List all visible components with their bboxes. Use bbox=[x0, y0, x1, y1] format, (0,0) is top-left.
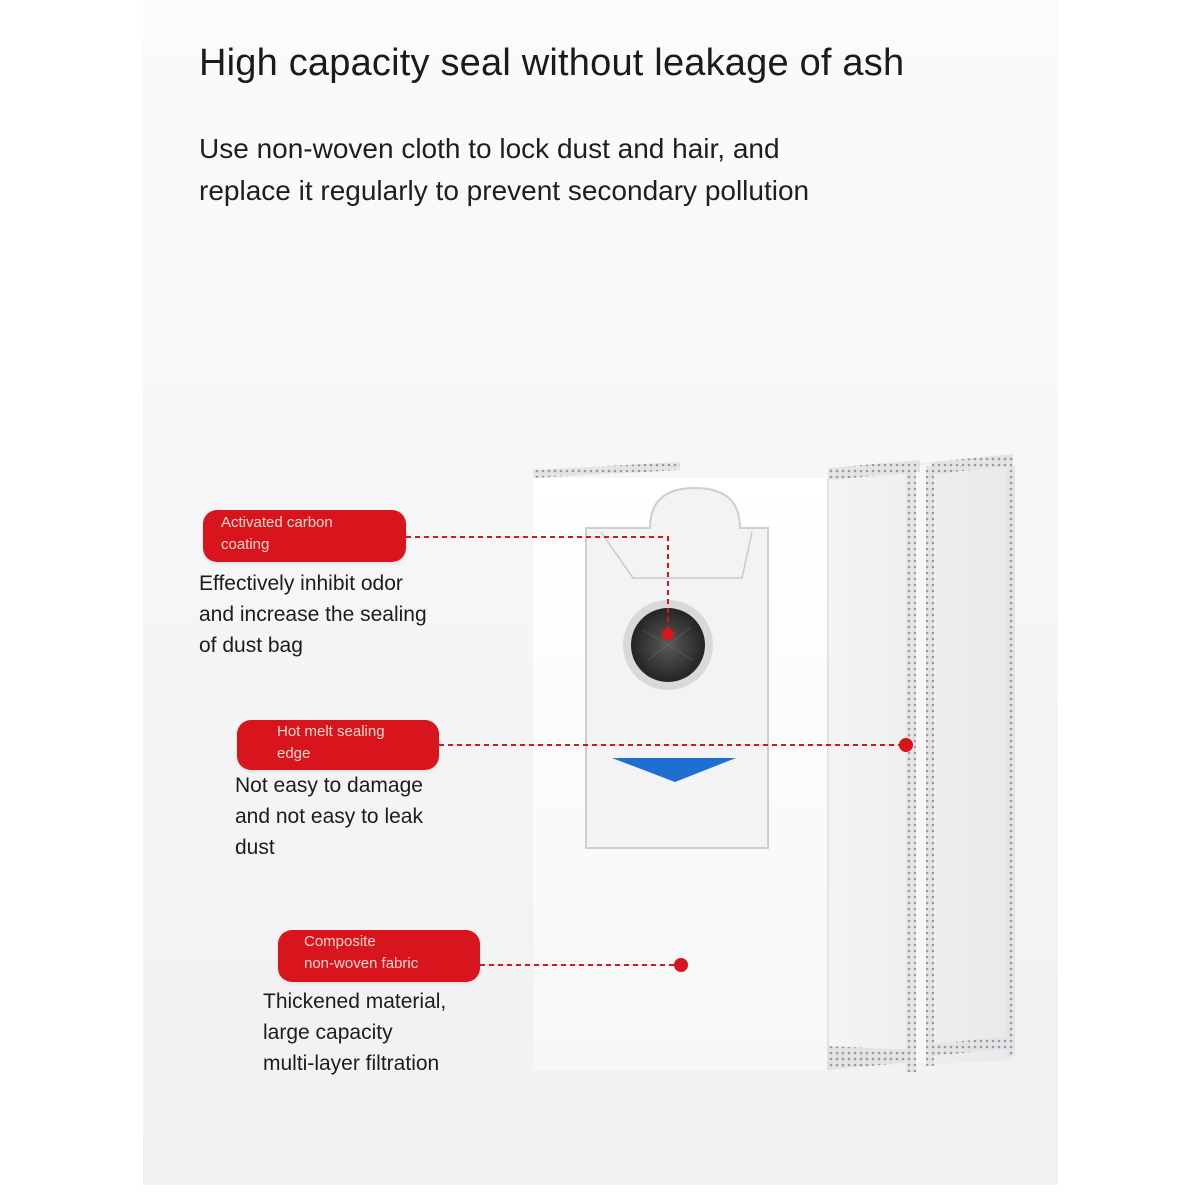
callout-dots bbox=[662, 628, 913, 972]
blue-arrow-icon bbox=[612, 758, 736, 782]
description-line: Thickened material, bbox=[263, 990, 447, 1013]
callout-description: Effectively inhibit odor and increase th… bbox=[199, 568, 459, 661]
callout-tag-composite-fabric: Composite non-woven fabric bbox=[278, 930, 480, 982]
description-line: large capacity bbox=[263, 1021, 393, 1044]
description-line: and increase the sealing bbox=[199, 603, 427, 626]
sealing-edge-seams bbox=[533, 454, 1015, 1072]
callout-lines bbox=[406, 536, 906, 966]
callout-tag-line: Composite bbox=[304, 933, 376, 950]
description-line: Not easy to damage bbox=[235, 774, 423, 797]
callout-tag-line: Activated carbon bbox=[221, 514, 333, 531]
callout-tag-line: edge bbox=[277, 745, 311, 762]
description-line: dust bbox=[235, 836, 275, 859]
callout-tag-line: non-woven fabric bbox=[304, 955, 419, 972]
page-subtitle: Use non-woven cloth to lock dust and hai… bbox=[199, 133, 810, 206]
page-title: High capacity seal without leakage of as… bbox=[199, 42, 905, 84]
callout-tag-activated-carbon: Activated carbon coating bbox=[203, 510, 406, 562]
callout-tag-hot-melt: Hot melt sealing edge bbox=[237, 720, 439, 770]
bag-side-panel bbox=[828, 456, 1013, 1070]
callout-tag-line: coating bbox=[221, 536, 270, 553]
description-line: and not easy to leak bbox=[235, 805, 423, 828]
cardboard-seal-plate bbox=[585, 486, 769, 849]
callout-tag-line: Hot melt sealing bbox=[277, 723, 385, 740]
callout-description: Thickened material, large capacity multi… bbox=[263, 986, 503, 1079]
description-line: of dust bag bbox=[199, 634, 303, 657]
description-line: Effectively inhibit odor bbox=[199, 572, 403, 595]
description-line: multi-layer filtration bbox=[263, 1052, 440, 1075]
callout-description: Not easy to damage and not easy to leak … bbox=[235, 770, 475, 863]
